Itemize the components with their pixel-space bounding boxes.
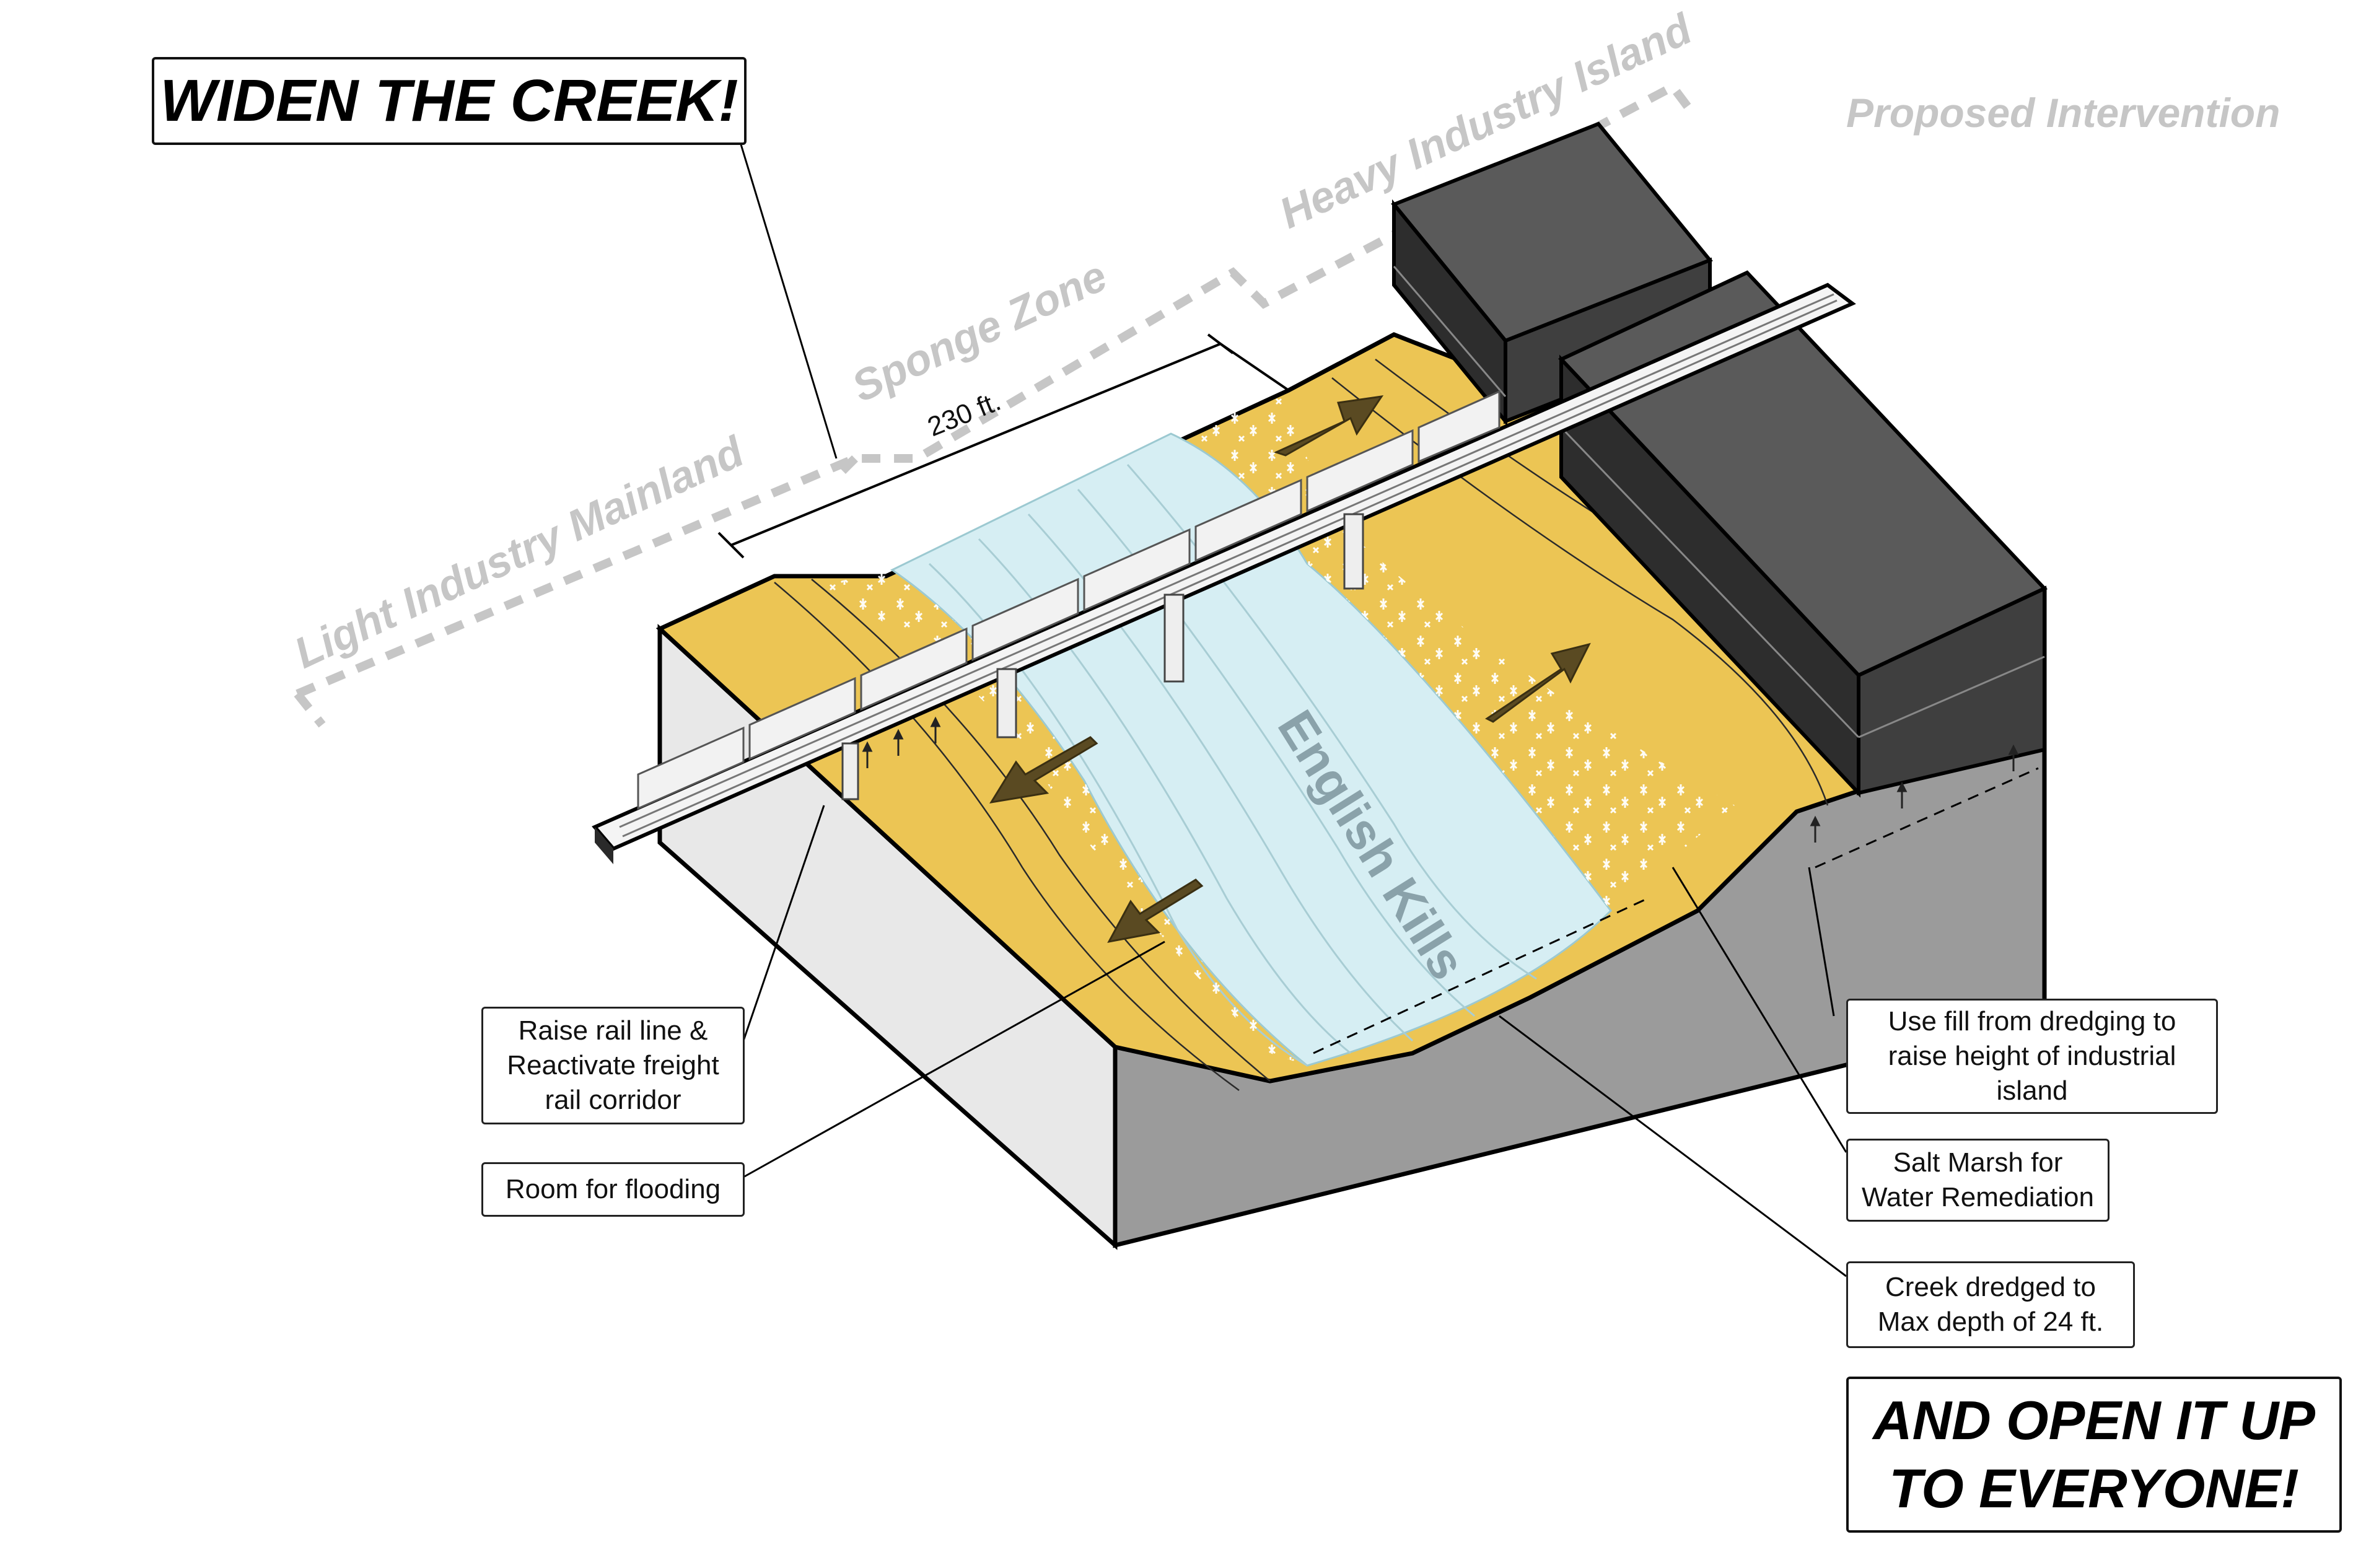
salt-marsh-left [805, 570, 1307, 1066]
zone-label-sponge: Sponge Zone [844, 252, 1114, 411]
dimension-line [717, 333, 1290, 559]
datum-lines [1313, 767, 2039, 1054]
callout-creek-dredged: Creek dredged to Max depth of 24 ft. [1846, 1261, 2135, 1348]
headline-open-up: AND OPEN IT UP TO EVERYONE! [1846, 1377, 2342, 1533]
headline-widen-creek: WIDEN THE CREEK! [152, 57, 747, 145]
zone-boundary-lines [294, 81, 1695, 728]
arrow-island-mid [1485, 642, 1591, 723]
callout-rail-line: Raise rail line & Reactivate freight rai… [481, 1007, 745, 1124]
flow-arrows [989, 395, 1591, 944]
callout-room-for-flooding: Room for flooding [481, 1162, 745, 1217]
leader-lines [739, 142, 1847, 1277]
callout-use-fill: Use fill from dredging to raise height o… [1846, 999, 2218, 1114]
rail-bridge [592, 283, 1856, 864]
arrow-mainland-top [989, 736, 1098, 804]
arrow-island-up [1273, 395, 1384, 457]
raise-arrows [862, 716, 2019, 843]
arrow-mainland-bottom [1107, 878, 1204, 944]
callout-salt-marsh: Salt Marsh for Water Remediation [1846, 1139, 2110, 1222]
proposed-intervention-label: Proposed Intervention [1846, 90, 2280, 136]
